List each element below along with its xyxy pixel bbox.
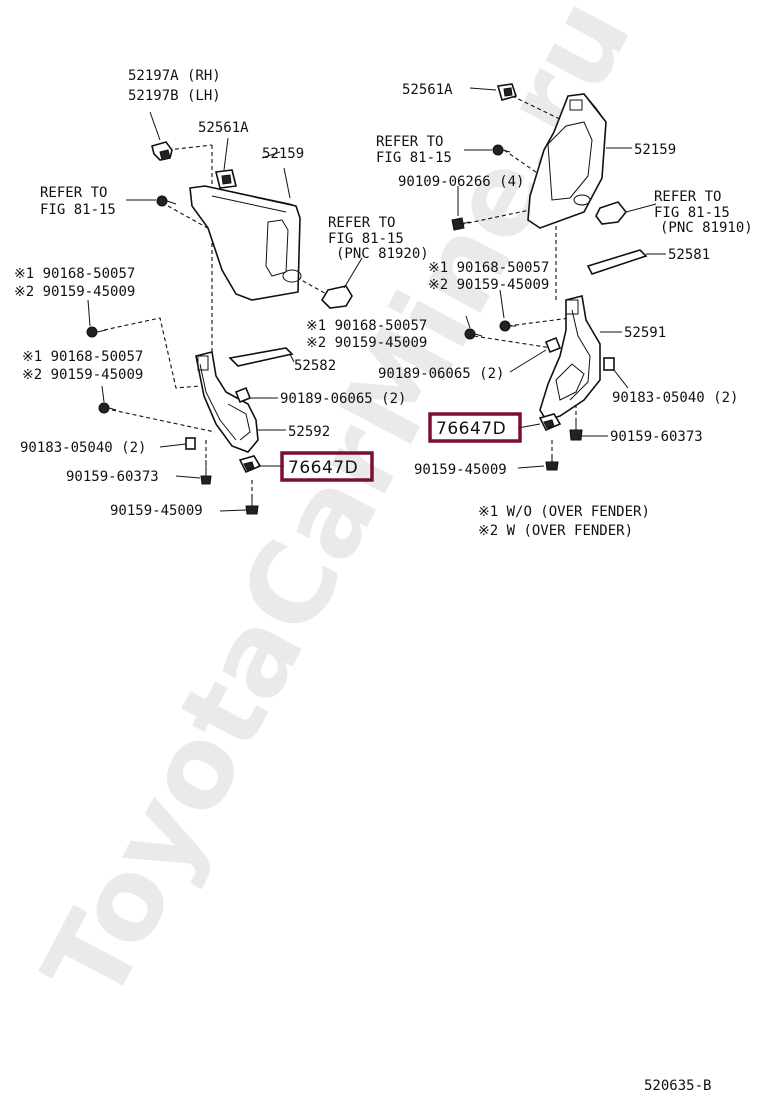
label-90183-left: 90183-05040 (2): [20, 440, 146, 456]
label-refer-right-1a: REFER TO: [376, 134, 443, 150]
label-90109: 90109-06266 (4): [398, 174, 524, 190]
label-90159-45009-left: 90159-45009: [110, 503, 203, 519]
label-90159-60373-left: 90159-60373: [66, 469, 159, 485]
nut-90189-right-icon[interactable]: [544, 336, 562, 354]
screw-90159-45009-left-icon[interactable]: [245, 498, 259, 515]
seal-52581-icon[interactable]: [586, 249, 648, 275]
bracket-52591-icon[interactable]: [539, 295, 601, 421]
label-52561a-right: 52561A: [402, 82, 453, 98]
clip-76647d-left-icon[interactable]: [238, 455, 262, 474]
label-bolt-left-1a: ※1 90168-50057: [14, 266, 135, 282]
label-52159-left: 52159: [262, 146, 304, 162]
diagram-id: 520635-B: [644, 1078, 711, 1094]
label-refer-right-2a: REFER TO: [654, 189, 721, 205]
left-assembly: 52197A (RH) 52197B (LH) 52561A 52159 REF…: [14, 68, 429, 519]
label-90189-right: 90189-06065 (2): [378, 366, 504, 382]
label-52159-right: 52159: [634, 142, 676, 158]
label-bolt-left-2a: ※1 90168-50057: [22, 349, 143, 365]
note-with-over-fender: ※2 W (OVER FENDER): [478, 523, 633, 539]
label-52197b: 52197B (LH): [128, 88, 221, 104]
bolt-upper-left-icon[interactable]: [86, 326, 107, 338]
right-assembly: 52561A REFER TO FIG 81-15 52159 90109-06…: [306, 82, 753, 478]
bracket-52592-icon[interactable]: [195, 351, 259, 453]
clip-76647d-right-icon[interactable]: [538, 413, 562, 432]
label-52582: 52582: [294, 358, 336, 374]
bumper-extension-52159-icon[interactable]: [189, 185, 302, 301]
label-refer-left-1a: REFER TO: [40, 185, 107, 201]
label-76647d-right[interactable]: 76647D: [436, 419, 506, 439]
label-90159-60373-right: 90159-60373: [610, 429, 703, 445]
bolt-refer-right-icon[interactable]: [492, 144, 511, 156]
clip-90183-right-icon[interactable]: [603, 357, 615, 371]
label-90183-right: 90183-05040 (2): [612, 390, 738, 406]
label-refer-left-2a: REFER TO: [328, 215, 395, 231]
side-marker-left-icon[interactable]: [320, 285, 353, 309]
label-bolt-right-2a: ※1 90168-50057: [306, 318, 427, 334]
note-without-over-fender: ※1 W/O (OVER FENDER): [478, 504, 650, 520]
clip-90183-left-icon[interactable]: [185, 437, 196, 450]
bolt-lower-left-icon[interactable]: [98, 402, 117, 414]
label-52581: 52581: [668, 247, 710, 263]
label-refer-right-2c: (PNC 81910): [660, 220, 753, 236]
retainer-52561a-icon[interactable]: [215, 169, 237, 189]
highlight-76647d-right: [428, 412, 522, 443]
bolt-upper-right-icon[interactable]: [499, 320, 516, 332]
label-90159-45009-right: 90159-45009: [414, 462, 507, 478]
label-52197a: 52197A (RH): [128, 68, 221, 84]
label-52561a-left: 52561A: [198, 120, 249, 136]
label-bolt-right-1a: ※1 90168-50057: [428, 260, 549, 276]
seal-52582-icon[interactable]: [228, 347, 294, 367]
label-52591: 52591: [624, 325, 666, 341]
label-bolt-left-1b: ※2 90159-45009: [14, 284, 135, 300]
label-refer-right-1b: FIG 81-15: [376, 150, 452, 166]
side-marker-right-icon[interactable]: [595, 201, 628, 225]
label-refer-right-2b: FIG 81-15: [654, 205, 730, 221]
screw-90159-45009-right-icon[interactable]: [545, 456, 559, 471]
screw-90159-60373-left-icon[interactable]: [200, 460, 212, 485]
label-refer-left-2c: (PNC 81920): [336, 246, 429, 262]
retainer-52561a-right-icon[interactable]: [496, 83, 518, 101]
label-bolt-left-2b: ※2 90159-45009: [22, 367, 143, 383]
clip-52197-icon[interactable]: [151, 141, 173, 161]
label-bolt-right-2b: ※2 90159-45009: [306, 335, 427, 351]
label-52592: 52592: [288, 424, 330, 440]
bolt-lower-right-icon[interactable]: [464, 328, 483, 340]
highlight-76647d-left: [280, 451, 374, 482]
bumper-extension-52159-right-icon[interactable]: [527, 93, 607, 229]
label-76647d-left[interactable]: 76647D: [288, 458, 358, 478]
bolt-refer-left-icon[interactable]: [156, 195, 177, 207]
label-bolt-right-1b: ※2 90159-45009: [428, 277, 549, 293]
bolt-90109-icon[interactable]: [451, 217, 471, 231]
screw-90159-60373-right-icon[interactable]: [569, 422, 583, 441]
label-refer-left-1b: FIG 81-15: [40, 202, 116, 218]
label-90189-left: 90189-06065 (2): [280, 391, 406, 407]
label-refer-left-2b: FIG 81-15: [328, 231, 404, 247]
